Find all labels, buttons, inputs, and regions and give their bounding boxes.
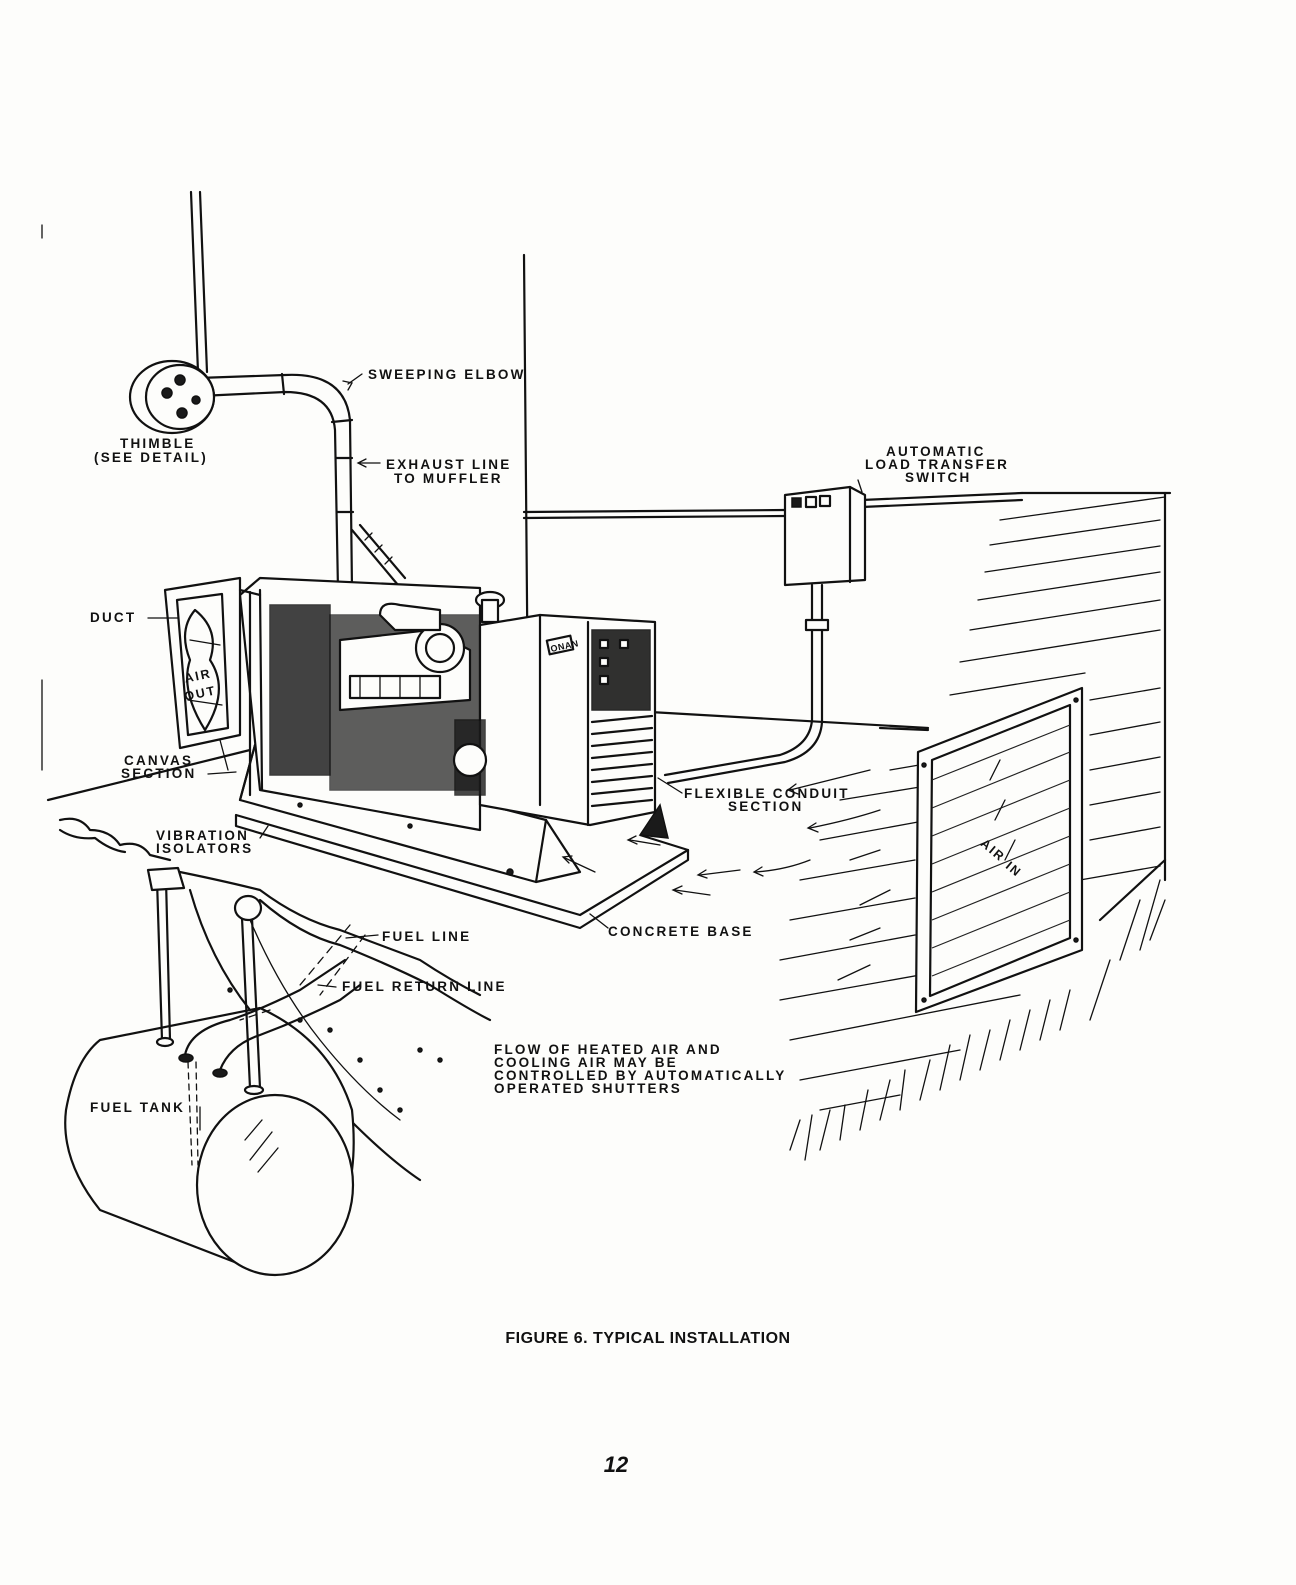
note-line-2: COOLING AIR MAY BE <box>494 1055 678 1070</box>
right-wall-siding <box>779 491 1172 1111</box>
generator-set <box>238 576 657 832</box>
grass <box>789 879 1166 1161</box>
note-line-4: OPERATED SHUTTERS <box>494 1081 682 1096</box>
label-air-out-2: OUT <box>183 683 218 703</box>
label-canvas-section: SECTION <box>121 766 196 781</box>
label-isolators: ISOLATORS <box>156 841 253 856</box>
airflow-arrows <box>561 759 1016 981</box>
label-fuel-return-line: FUEL RETURN LINE <box>342 979 507 994</box>
callout-labels: SWEEPING ELBOW THIMBLE (SEE DETAIL) EXHA… <box>90 367 1025 1115</box>
label-air-out-1: AIR <box>183 666 213 685</box>
figure-caption: FIGURE 6. TYPICAL INSTALLATION <box>505 1330 791 1347</box>
fuel-tank <box>64 866 366 1277</box>
air-inlet-louvre <box>914 686 1084 1014</box>
transfer-switch-assembly <box>522 485 1024 785</box>
label-fuel-tank: FUEL TANK <box>90 1100 185 1115</box>
note-line-1: FLOW OF HEATED AIR AND <box>494 1042 722 1057</box>
page-number: 12 <box>603 1452 629 1477</box>
label-fuel-line: FUEL LINE <box>382 929 471 944</box>
room-walls <box>41 224 930 802</box>
label-ats-1: AUTOMATIC <box>886 444 986 459</box>
label-ats-3: SWITCH <box>905 470 971 485</box>
label-duct: DUCT <box>90 610 136 625</box>
label-exhaust-line: EXHAUST LINE <box>386 457 511 472</box>
label-sweeping-elbow: SWEEPING ELBOW <box>368 367 526 382</box>
note-line-3: CONTROLLED BY AUTOMATICALLY <box>494 1068 786 1083</box>
leader-lines <box>147 373 863 1131</box>
exhaust-system <box>128 190 407 592</box>
label-thimble: THIMBLE <box>120 436 195 451</box>
air-duct <box>163 576 262 750</box>
label-thimble-detail: (SEE DETAIL) <box>94 450 208 465</box>
label-vibration: VIBRATION <box>156 828 249 843</box>
label-canvas: CANVAS <box>124 753 193 768</box>
label-ats-2: LOAD TRANSFER <box>865 457 1009 472</box>
label-concrete-base: CONCRETE BASE <box>608 924 754 939</box>
label-exhaust-muffler: TO MUFFLER <box>394 471 503 486</box>
label-flexible-conduit-section: SECTION <box>728 799 803 814</box>
label-flexible-conduit: FLEXIBLE CONDUIT <box>684 786 850 801</box>
